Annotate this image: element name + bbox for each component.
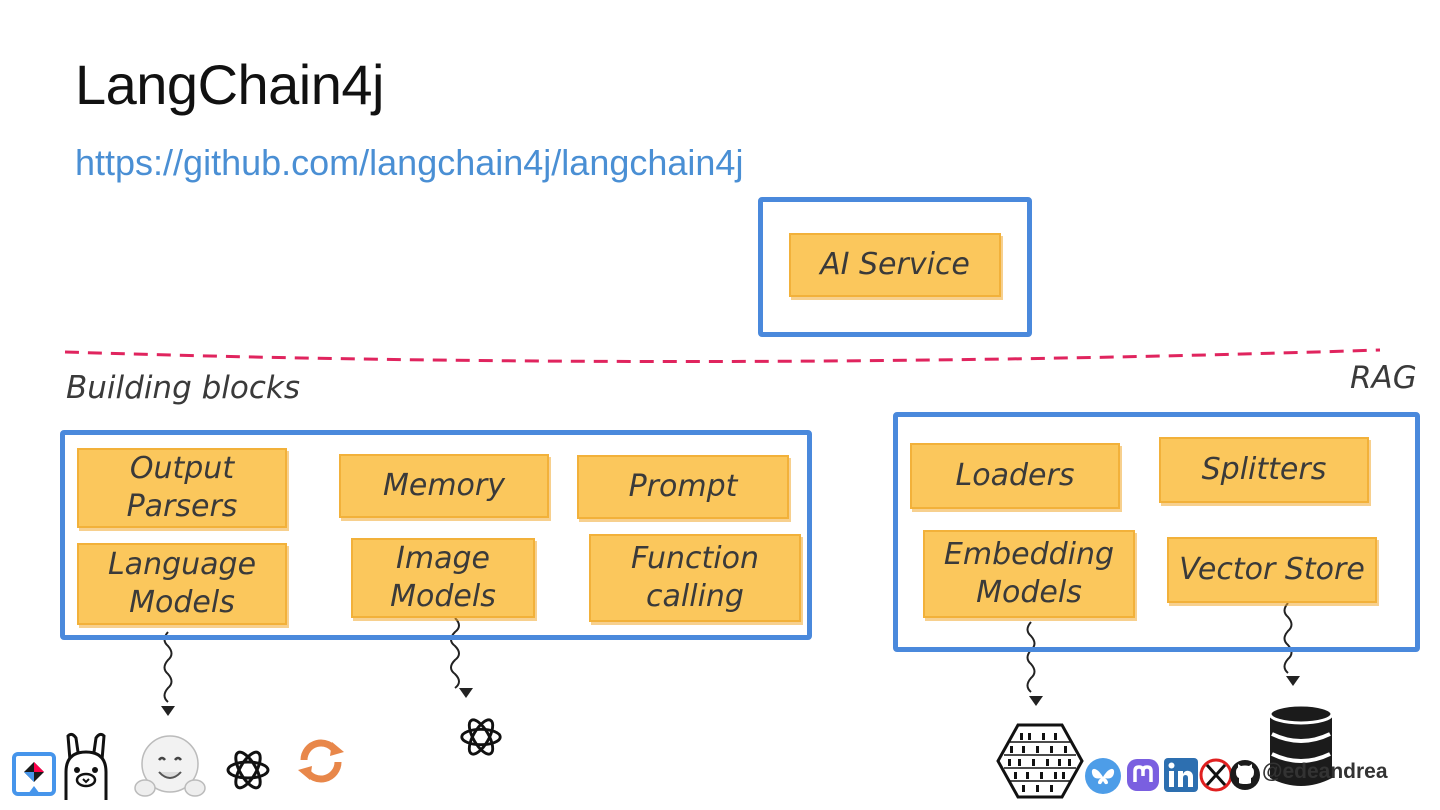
block-vector-store: Vector Store xyxy=(1167,537,1377,603)
block-image-models: Image Models xyxy=(351,538,535,618)
squiggle-embedding-models xyxy=(1026,621,1036,693)
mastodon-icon[interactable] xyxy=(1124,756,1162,794)
building-blocks-label: Building blocks xyxy=(66,370,301,406)
arrowhead-image-models xyxy=(459,688,473,698)
arrowhead-vector-store xyxy=(1286,676,1300,686)
linkedin-icon[interactable] xyxy=(1163,757,1199,793)
ai-service-block: AI Service xyxy=(789,233,1001,297)
ai-service-frame xyxy=(758,197,1032,337)
block-splitters: Splitters xyxy=(1159,437,1369,503)
database-icon xyxy=(1268,703,1334,786)
block-prompt: Prompt xyxy=(577,455,789,519)
arrowhead-language-models xyxy=(161,706,175,716)
refresh-logo-icon xyxy=(298,739,344,783)
github-icon[interactable] xyxy=(1228,758,1262,792)
divider-line xyxy=(64,348,1381,364)
openai-icon xyxy=(226,750,270,790)
huggingface-icon xyxy=(134,735,206,797)
author-handle: @edeandrea xyxy=(1262,760,1388,783)
rag-frame xyxy=(893,412,1420,652)
block-embedding-models: Embedding Models xyxy=(923,530,1135,618)
github-link[interactable]: https://github.com/langchain4j/langchain… xyxy=(75,142,744,183)
block-loaders: Loaders xyxy=(910,443,1120,509)
slide-title: LangChain4j xyxy=(75,53,384,116)
image-model-openai-icon xyxy=(460,718,502,756)
squiggle-image-models xyxy=(450,617,460,689)
block-language-models: Language Models xyxy=(77,543,287,625)
squiggle-vector-store xyxy=(1283,602,1293,674)
building-blocks-frame xyxy=(60,430,812,640)
block-memory: Memory xyxy=(339,454,549,518)
ollama-llama-icon xyxy=(64,732,108,800)
binary-hexagon-icon xyxy=(996,723,1084,799)
block-function-calling: Function calling xyxy=(589,534,801,622)
quarkus-logo xyxy=(12,752,56,796)
bluesky-icon[interactable] xyxy=(1084,757,1122,795)
arrowhead-embedding-models xyxy=(1029,696,1043,706)
block-output-parsers: Output Parsers xyxy=(77,448,287,528)
rag-label: RAG xyxy=(1350,360,1417,396)
squiggle-language-models xyxy=(163,631,173,703)
